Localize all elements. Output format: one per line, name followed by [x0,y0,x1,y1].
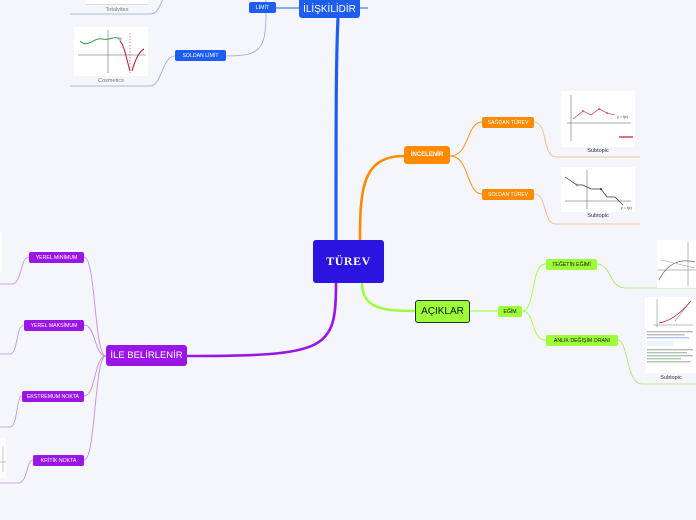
anlik-degisim-orani-node[interactable]: ANLIK DEĞİŞİM ORANI [546,335,618,346]
svg-text:y = f(x): y = f(x) [617,115,628,119]
incelenir-node[interactable]: İNCELENİR [404,146,450,164]
soldan-limit-node[interactable]: SOLDAN LİMİT [175,50,226,61]
image-caption: Totalvites [105,7,129,13]
kritik-nokta-node[interactable]: KRİTİK NOKTA [33,455,84,466]
rate-of-change-graph-icon [647,299,693,363]
image-caption: Subtopic [660,375,682,381]
limit-node[interactable]: LİMİT [249,2,276,13]
kritik-nokta-image-edge [0,438,6,478]
tangent-graph-icon [657,242,696,286]
image-caption: Cosmetics [98,78,124,84]
yerel-maksimum-node[interactable]: YEREL MAKSİMUM [24,320,84,331]
anlik-degisim-graph-image [645,297,696,373]
derivative-graph-icon: y = f(x) [564,170,632,210]
connector-root-ile-belirlenir [186,282,338,358]
root-node[interactable]: TÜREV [313,240,384,283]
derivative-graph-icon: y = f(x) [567,95,633,141]
sagdan-turev-graph-image: y = f(x) [561,91,635,147]
iliskilidir-node[interactable]: İLİŞKİLİDİR [299,0,360,18]
soldan-turev-graph-image: y = f(x) [561,167,635,212]
graph-edge-icon [0,446,6,472]
yerel-minimum-node[interactable]: YEREL MİNİMUM [29,252,84,263]
connector-root-aciklar [360,282,416,313]
image-caption: Subtopic [587,213,609,219]
tegetin-egimi-node[interactable]: TEĞETİN EĞİMİ [546,259,597,270]
yerel-minimum-image-edge [0,232,2,272]
sagdan-turev-node[interactable]: SAĞDAN TÜREV [482,117,534,128]
limit-graph-image-top [86,0,148,5]
soldan-limit-graph-image [74,27,148,76]
limit-graph-icon [78,30,146,73]
soldan-turev-node[interactable]: SOLDAN TÜREV [482,189,534,200]
tegetin-egimi-graph-image [657,240,696,288]
ile-belirlenir-node[interactable]: İLE BELİRLENİR [106,345,187,366]
egim-node[interactable]: EĞİM [498,306,522,317]
connector-root-incelenir [358,154,405,241]
ekstremum-nokta-node[interactable]: EKSTREMUM NOKTA [22,391,84,402]
aciklar-node[interactable]: AÇIKLAR [415,300,470,323]
image-caption: Subtopic [587,148,609,154]
svg-text:y = f(x): y = f(x) [621,206,632,210]
connector-root-iliskilidir [334,17,340,241]
